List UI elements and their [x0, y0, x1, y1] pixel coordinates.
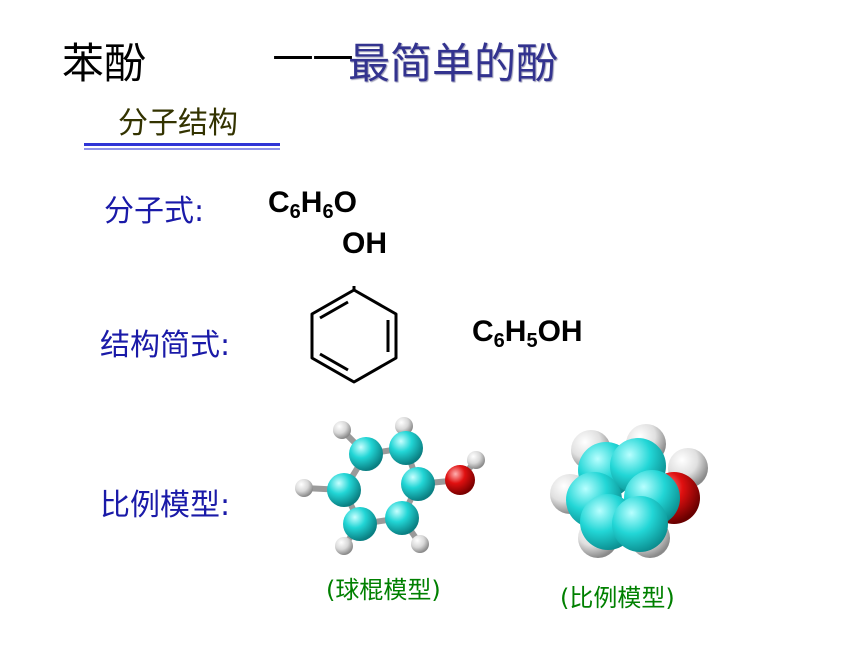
- slide-subtitle: 最简单的酚: [348, 39, 559, 88]
- space-filling-model: [550, 424, 708, 558]
- structural-formula-label: 结构简式:: [100, 328, 231, 363]
- benzene-ring-structure: [310, 286, 398, 384]
- slide-title: 苯酚: [62, 39, 147, 88]
- model-label: 比例模型:: [100, 488, 231, 523]
- condensed-formula: C6H5OH: [472, 315, 583, 352]
- title-dash: ——: [272, 30, 354, 79]
- space-fill-caption: (比例模型): [560, 584, 675, 612]
- ball-stick-caption: (球棍模型): [326, 576, 441, 604]
- molecular-formula: C6H6O: [268, 186, 357, 223]
- heading-underline: [84, 143, 280, 146]
- section-heading: 分子结构: [118, 106, 238, 141]
- heading-underline-light: [84, 148, 280, 150]
- molecular-formula-label: 分子式:: [104, 194, 205, 229]
- hydroxyl-label: OH: [342, 227, 387, 260]
- ball-and-stick-model: [295, 417, 485, 555]
